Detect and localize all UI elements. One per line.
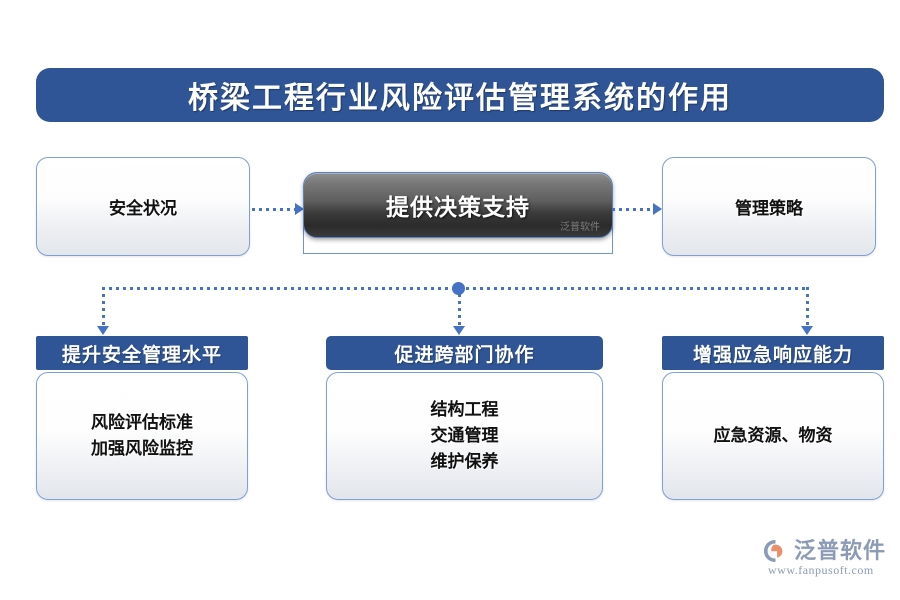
card-body: 风险评估标准 加强风险监控 bbox=[36, 372, 248, 500]
brand-name: 泛普软件 bbox=[794, 538, 887, 563]
card-line: 加强风险监控 bbox=[91, 439, 193, 458]
title-banner: 桥梁工程行业风险评估管理系统的作用 bbox=[36, 68, 884, 122]
card-body: 应急资源、物资 bbox=[662, 372, 884, 500]
dotted-line bbox=[612, 207, 654, 211]
node-safety-status-label: 安全状况 bbox=[109, 199, 177, 218]
node-safety-status[interactable]: 安全状况 bbox=[36, 157, 250, 256]
node-management-strategy-label: 管理策略 bbox=[735, 199, 803, 218]
arrow-center-to-right bbox=[612, 203, 662, 215]
brand-logo-row: 泛普软件 bbox=[762, 537, 886, 565]
connector-branch-2 bbox=[458, 287, 461, 327]
brand-url: www.fanpusoft.com bbox=[768, 563, 874, 577]
fanpusoft-mark-icon bbox=[762, 537, 790, 565]
card-emergency-response-capability[interactable]: 增强应急响应能力 应急资源、物资 bbox=[662, 336, 884, 500]
card-cross-department-collaboration[interactable]: 促进跨部门协作 结构工程 交通管理 维护保养 bbox=[326, 336, 603, 500]
brand-logo: 泛普软件 www.fanpusoft.com bbox=[762, 537, 892, 585]
node-decision-support[interactable]: 提供决策支持 泛普软件 bbox=[303, 172, 613, 238]
card-header: 增强应急响应能力 bbox=[662, 336, 884, 370]
dotted-line bbox=[252, 207, 296, 211]
connector-branch-1 bbox=[102, 287, 105, 327]
arrowhead-down-icon bbox=[97, 326, 109, 335]
card-line: 交通管理 bbox=[430, 426, 499, 445]
connector-branch-3 bbox=[806, 287, 809, 327]
card-line: 应急资源、物资 bbox=[713, 426, 833, 445]
card-header: 提升安全管理水平 bbox=[36, 336, 248, 370]
arrowhead-down-icon bbox=[801, 326, 813, 335]
card-body: 结构工程 交通管理 维护保养 bbox=[326, 372, 603, 500]
page-title: 桥梁工程行业风险评估管理系统的作用 bbox=[188, 82, 732, 115]
center-watermark-text: 泛普软件 bbox=[560, 222, 600, 233]
node-management-strategy[interactable]: 管理策略 bbox=[662, 157, 876, 256]
card-header-label: 促进跨部门协作 bbox=[394, 344, 535, 366]
card-header-label: 提升安全管理水平 bbox=[61, 344, 222, 366]
node-decision-support-label: 提供决策支持 bbox=[386, 195, 530, 220]
arrowhead-right-icon bbox=[653, 203, 662, 215]
card-header-label: 增强应急响应能力 bbox=[692, 344, 853, 366]
card-line: 结构工程 bbox=[430, 400, 499, 419]
arrowhead-down-icon bbox=[453, 326, 465, 335]
arrowhead-right-icon bbox=[295, 203, 304, 215]
card-improve-safety-management[interactable]: 提升安全管理水平 风险评估标准 加强风险监控 bbox=[36, 336, 248, 500]
card-header: 促进跨部门协作 bbox=[326, 336, 603, 370]
card-line: 风险评估标准 bbox=[91, 413, 193, 432]
arrow-left-to-center bbox=[252, 203, 304, 215]
card-line: 维护保养 bbox=[430, 452, 499, 471]
